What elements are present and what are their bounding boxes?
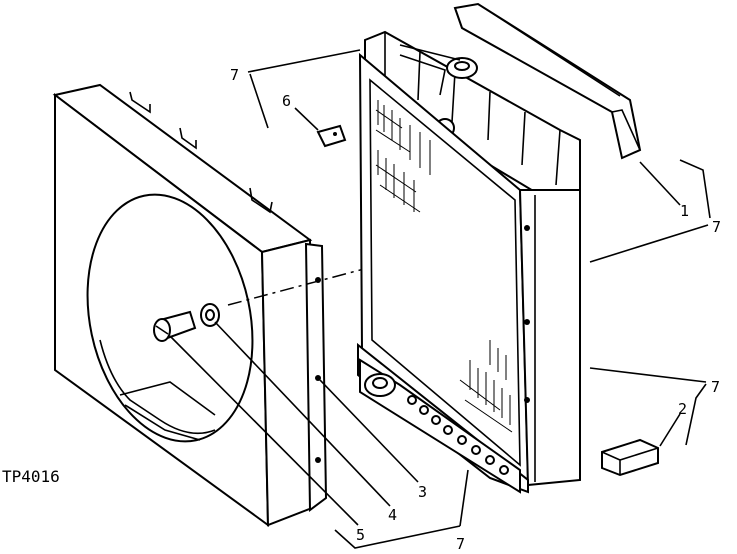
callout-3: 3 xyxy=(418,483,427,501)
callout-4: 4 xyxy=(388,506,397,524)
radiator xyxy=(357,30,581,494)
leader-lines xyxy=(169,49,711,549)
callout-7-bottom: 7 xyxy=(456,535,465,553)
callout-7-right-upper: 7 xyxy=(712,218,721,236)
callout-2: 2 xyxy=(678,400,687,418)
fan-shroud xyxy=(52,83,328,527)
callout-5: 5 xyxy=(356,526,365,544)
seal-block-lower xyxy=(601,438,659,477)
bolt-and-spacer xyxy=(153,303,220,342)
callout-6: 6 xyxy=(282,92,291,110)
clip xyxy=(316,124,347,148)
callout-7-top-left: 7 xyxy=(230,66,239,84)
seal-strip-upper xyxy=(453,2,642,160)
callout-7-right-lower: 7 xyxy=(711,378,720,396)
callout-1: 1 xyxy=(680,202,689,220)
figure-id: TP4016 xyxy=(2,467,60,486)
